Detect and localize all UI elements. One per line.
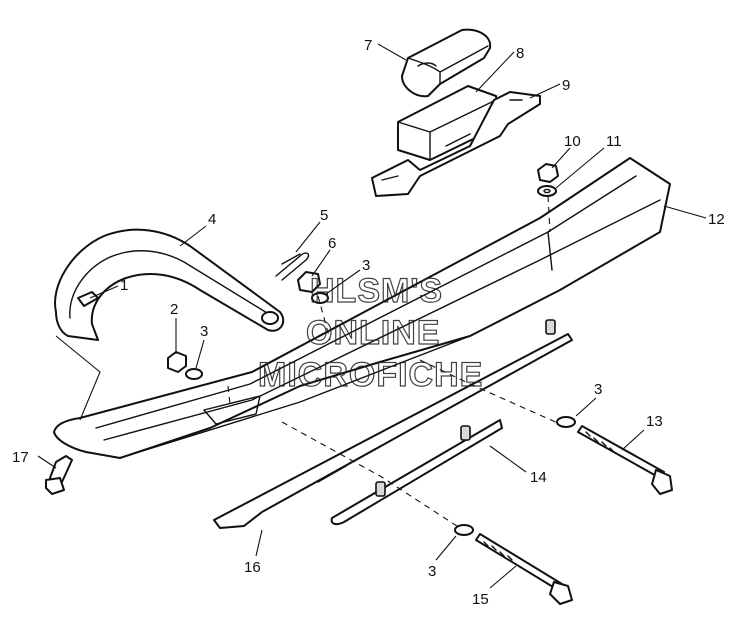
- callout-5: 5: [320, 207, 328, 224]
- callout-2: 2: [170, 301, 178, 318]
- part-2-nut: [167, 351, 187, 373]
- callout-10: 10: [564, 133, 581, 150]
- watermark: HLSM'S ONLINE MICROFICHE: [257, 271, 483, 394]
- watermark-line-3: MICROFICHE: [258, 356, 483, 394]
- callout-7: 7: [364, 37, 372, 54]
- callout-12: 12: [708, 211, 725, 228]
- part-15-bolt: [454, 524, 573, 605]
- callout-3-lower: 3: [428, 563, 436, 580]
- watermark-line-2: ONLINE: [306, 314, 440, 352]
- part-16-wear-rod: [213, 319, 573, 529]
- leader-lines: [37, 43, 707, 589]
- callout-13: 13: [646, 413, 663, 430]
- callout-labels: 7 8 9 10 11 12 4 5 6 3 1 2 3 3 13 14 17 …: [12, 37, 725, 608]
- part-3-washer-left: [185, 368, 203, 380]
- callout-8: 8: [516, 45, 524, 62]
- part-8-channel: [397, 85, 501, 161]
- part-17-bolt: [45, 455, 73, 495]
- callout-11: 11: [606, 133, 622, 150]
- part-9-plate: [371, 91, 541, 197]
- part-6-nut: [297, 271, 321, 293]
- callout-4: 4: [208, 211, 216, 228]
- callout-3-left: 3: [200, 323, 208, 340]
- part-4-handle: [54, 228, 285, 341]
- callout-14: 14: [530, 469, 547, 486]
- callout-6: 6: [328, 235, 336, 252]
- callout-3-upper: 3: [362, 257, 370, 274]
- part-14-wear-rod: [330, 419, 503, 526]
- part-13-bolt: [556, 416, 673, 495]
- callout-3-right: 3: [594, 381, 602, 398]
- part-3-washer-upper: [311, 292, 329, 304]
- part-10-nut: [537, 163, 559, 183]
- watermark-line-1: HLSM'S: [310, 272, 443, 310]
- part-5-cotter-pin: [275, 252, 310, 281]
- callout-9: 9: [562, 77, 570, 94]
- callout-16: 16: [244, 559, 261, 576]
- part-12-ski: [53, 157, 671, 459]
- callout-17: 17: [12, 449, 29, 466]
- part-7-cushion: [401, 28, 492, 98]
- part-11-washer: [537, 185, 557, 197]
- callout-1: 1: [120, 277, 128, 294]
- callout-15: 15: [472, 591, 489, 608]
- assembly-lines: [227, 195, 561, 529]
